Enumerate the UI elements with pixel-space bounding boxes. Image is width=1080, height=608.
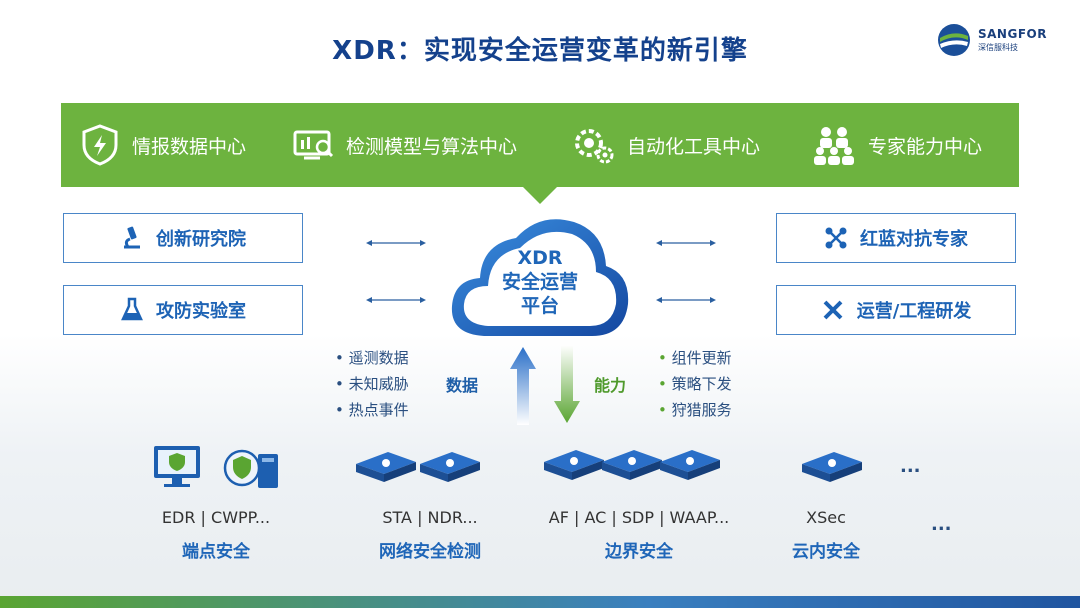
banner-item-automation: 自动化工具中心	[571, 103, 760, 187]
capability-flow-list: 组件更新 策略下发 狩猎服务	[658, 345, 732, 423]
data-flow-label: 数据	[446, 376, 479, 395]
box-label: 攻防实验室	[156, 301, 246, 322]
data-flow-item: 未知威胁	[335, 371, 409, 397]
microscope-icon	[124, 226, 140, 249]
box-innovation-institute: 创新研究院	[63, 213, 303, 263]
product-category: 端点安全	[182, 542, 250, 562]
sangfor-logo-icon	[938, 24, 970, 56]
banner-pointer	[522, 186, 558, 204]
xdr-platform-line1: XDR	[517, 247, 563, 269]
banner-item-intel: 情报数据中心	[78, 103, 246, 187]
network-appliances-icon	[356, 452, 480, 482]
double-arrow-icon	[656, 240, 716, 246]
product-name: EDR | CWPP...	[161, 508, 271, 527]
data-flow-item: 遥测数据	[335, 345, 409, 371]
banner-item-model: 检测模型与算法中心	[292, 103, 517, 187]
logo-sub: 深信服科技	[978, 43, 1018, 52]
xdr-platform-line3: 平台	[520, 295, 559, 317]
boundary-appliances-icon	[544, 450, 720, 480]
banner-label: 自动化工具中心	[627, 135, 761, 158]
product-name: STA | NDR...	[382, 508, 478, 527]
sangfor-logo: SANGFOR 深信服科技	[936, 22, 1056, 62]
data-flow-list: 遥测数据 未知威胁 热点事件	[335, 345, 409, 423]
team-icon	[814, 127, 854, 165]
banner-label: 情报数据中心	[132, 135, 247, 158]
banner-label: 专家能力中心	[868, 135, 983, 158]
capability-flow-item: 策略下发	[658, 371, 732, 397]
footer-bar	[0, 596, 1080, 608]
tools-icon	[823, 300, 843, 320]
box-label: 红蓝对抗专家	[860, 229, 968, 250]
capability-flow-item: 狩猎服务	[658, 397, 732, 423]
product-name: XSec	[806, 508, 846, 527]
banner-item-expert: 专家能力中心	[810, 103, 982, 187]
endpoint-devices-icon	[154, 446, 278, 488]
data-up-arrow-icon	[510, 347, 536, 425]
capability-down-arrow-icon	[554, 345, 580, 423]
flask-icon	[121, 297, 143, 321]
capability-banner	[61, 103, 1019, 187]
product-category: 边界安全	[605, 542, 673, 562]
data-flow-item: 热点事件	[335, 397, 409, 423]
banner-label: 检测模型与算法中心	[346, 135, 518, 158]
more-top: ...	[900, 456, 921, 477]
monitor-search-icon	[293, 130, 334, 160]
box-red-blue-experts: 红蓝对抗专家	[776, 213, 1016, 263]
box-label: 运营/工程研发	[856, 301, 972, 322]
product-category: 网络安全检测	[379, 542, 481, 562]
double-arrow-icon	[656, 297, 716, 303]
shield-bolt-icon	[82, 124, 118, 166]
double-arrow-icon	[366, 297, 426, 303]
double-arrow-icon	[366, 240, 426, 246]
cloud-security-appliance-icon	[802, 452, 862, 482]
more-bottom: ...	[931, 514, 952, 535]
network-nodes-icon	[825, 227, 847, 249]
xdr-platform-line2: 安全运营	[501, 271, 578, 293]
capability-flow-label: 能力	[594, 376, 627, 395]
box-attack-defense-lab: 攻防实验室	[63, 285, 303, 335]
capability-flow-item: 组件更新	[658, 345, 732, 371]
box-label: 创新研究院	[156, 229, 246, 250]
box-ops-engineering: 运营/工程研发	[776, 285, 1016, 335]
logo-name: SANGFOR	[978, 27, 1047, 41]
page-title: XDR：实现安全运营变革的新引擎	[332, 36, 748, 66]
product-category: 云内安全	[792, 542, 860, 562]
product-name: AF | AC | SDP | WAAP...	[548, 508, 730, 527]
gears-icon	[575, 129, 614, 164]
cloud-icon	[451, 219, 629, 336]
